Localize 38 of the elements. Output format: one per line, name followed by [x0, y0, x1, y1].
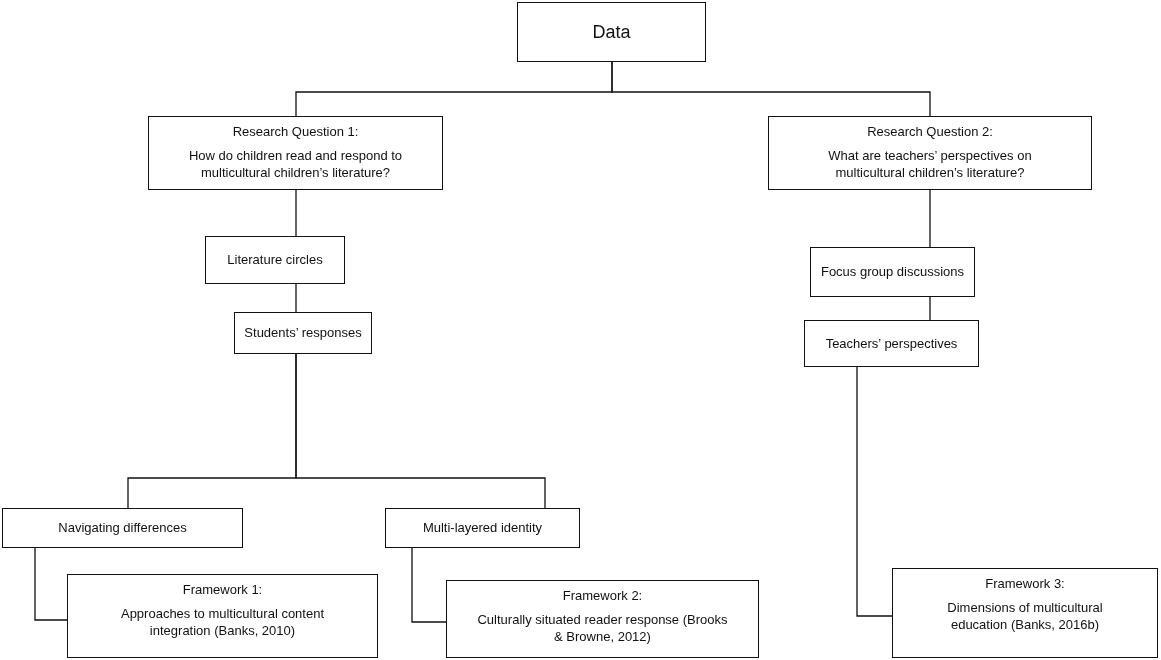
- box-heading: Framework 1:: [182, 581, 263, 599]
- process-box: [517, 2, 706, 62]
- process-box: [205, 236, 345, 284]
- box-text: Literature circles: [227, 251, 323, 269]
- box-heading: Research Question 1:: [232, 123, 359, 141]
- connector-line: [295, 353, 546, 509]
- process-box: [234, 312, 372, 354]
- box-text: Navigating differences: [58, 519, 187, 537]
- box-text: Students’ responses: [244, 324, 362, 342]
- connector-line: [929, 296, 931, 321]
- box-text: Data: [592, 20, 631, 44]
- box-text: Dimensions of multicultural education (Banks, 2016b): [946, 598, 1104, 634]
- connector-line: [611, 61, 931, 117]
- process-box: [385, 508, 580, 548]
- connector-line: [295, 189, 297, 237]
- connector-line: [856, 366, 893, 617]
- process-box: [446, 580, 759, 658]
- process-box: [148, 116, 443, 190]
- connector-line: [295, 283, 297, 313]
- connector-line: [34, 547, 68, 621]
- box-heading: Framework 2:: [562, 587, 643, 605]
- process-box: [892, 568, 1158, 658]
- box-text: What are teachers’ perspectives on multicultural children’s literature?: [827, 146, 1033, 182]
- box-text: Culturally situated reader response (Brooks & Browne, 2012): [477, 610, 728, 646]
- connector-line: [929, 189, 931, 248]
- process-box: [2, 508, 243, 548]
- process-box: [67, 574, 378, 658]
- box-heading: Research Question 2:: [867, 123, 993, 141]
- box-text: Multi-layered identity: [422, 519, 543, 537]
- process-box: [804, 320, 979, 367]
- box-heading: Framework 3:: [985, 575, 1065, 593]
- connector-line: [411, 547, 447, 623]
- box-text: How do children read and respond to multicultural children’s literature?: [187, 146, 404, 182]
- process-box: [768, 116, 1092, 190]
- box-text: Approaches to multicultural content integration (Banks, 2010): [119, 604, 326, 640]
- box-text: Teachers’ perspectives: [825, 334, 958, 353]
- process-box: [810, 247, 975, 297]
- box-text: Focus group discussions: [820, 263, 965, 281]
